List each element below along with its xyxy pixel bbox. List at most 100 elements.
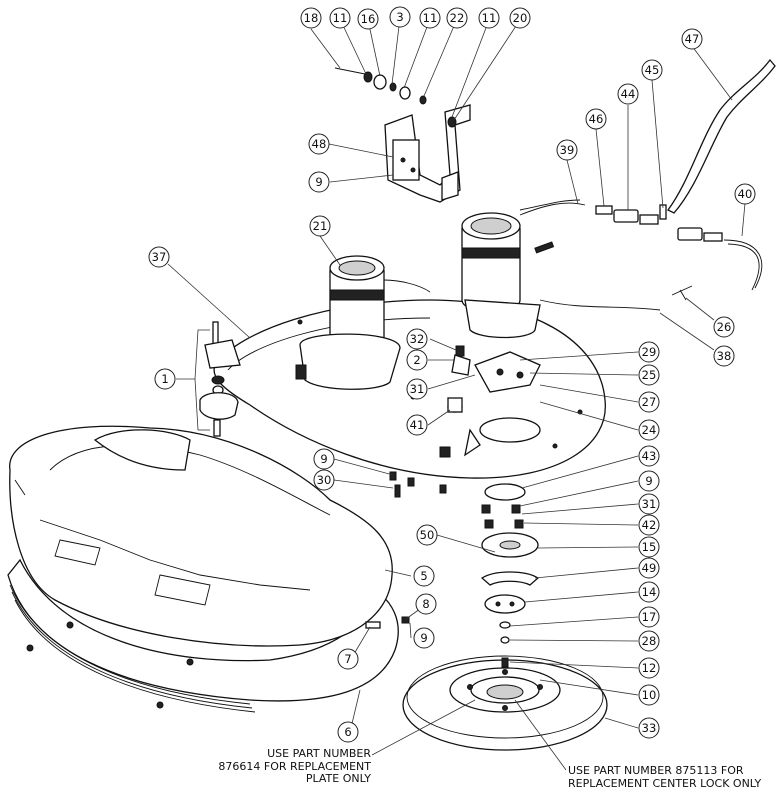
callout-3: 3 xyxy=(389,6,411,28)
shroud-hardware-drawing xyxy=(26,616,410,709)
callout-32: 32 xyxy=(406,328,428,350)
callout-41: 41 xyxy=(406,414,428,436)
callout-label: 32 xyxy=(410,332,425,346)
callout-label: 31 xyxy=(410,382,425,396)
callout-label: 44 xyxy=(621,87,636,101)
callout-label: 31 xyxy=(642,497,657,511)
callout-48: 48 xyxy=(308,133,330,155)
callout-1: 1 xyxy=(154,368,176,390)
callout-11: 11 xyxy=(329,7,351,29)
callout-label: 40 xyxy=(738,187,753,201)
callout-label: 17 xyxy=(642,610,657,624)
callout-label: 6 xyxy=(344,725,351,739)
callout-label: 18 xyxy=(304,11,319,25)
callout-label: 29 xyxy=(642,345,657,359)
callout-47: 47 xyxy=(681,28,703,50)
callout-11: 11 xyxy=(478,7,500,29)
callout-label: 43 xyxy=(642,449,657,463)
parts-artwork xyxy=(7,58,776,751)
callout-10: 10 xyxy=(638,684,660,706)
callout-22: 22 xyxy=(446,7,468,29)
callout-label: 12 xyxy=(642,661,657,675)
callout-label: 11 xyxy=(482,11,497,25)
callout-2: 2 xyxy=(406,349,428,371)
callout-label: 37 xyxy=(152,250,167,264)
callout-label: 47 xyxy=(685,32,700,46)
motor-left-drawing xyxy=(295,255,431,390)
callout-14: 14 xyxy=(638,581,660,603)
callout-label: 30 xyxy=(317,473,332,487)
motor-right-drawing xyxy=(461,199,581,339)
callout-label: 45 xyxy=(645,63,660,77)
bumper-ring-drawing xyxy=(7,558,399,713)
callout-43: 43 xyxy=(638,445,660,467)
callout-label: 10 xyxy=(642,688,657,702)
callout-label: 42 xyxy=(642,518,657,532)
callout-label: 9 xyxy=(420,631,427,645)
callout-label: 8 xyxy=(422,597,429,611)
callout-25: 25 xyxy=(638,364,660,386)
callout-33: 33 xyxy=(638,717,660,739)
callout-8: 8 xyxy=(415,593,437,615)
callout-44: 44 xyxy=(617,83,639,105)
callout-label: 20 xyxy=(513,11,528,25)
callout-label: 9 xyxy=(315,175,322,189)
callout-5: 5 xyxy=(413,565,435,587)
callout-18: 18 xyxy=(300,7,322,29)
callout-label: 16 xyxy=(361,12,376,26)
drive-plate-drawing xyxy=(402,655,608,751)
hose-assembly-drawing xyxy=(519,58,776,311)
callout-label: 14 xyxy=(642,585,657,599)
center-lock-replacement-note: USE PART NUMBER 875113 FOR REPLACEMENT C… xyxy=(568,764,762,790)
leader-lines xyxy=(167,17,746,771)
callout-label: 25 xyxy=(642,368,657,382)
callout-11: 11 xyxy=(419,7,441,29)
callout-17: 17 xyxy=(638,606,660,628)
callout-label: 5 xyxy=(420,569,427,583)
hub-stack-drawing xyxy=(389,345,541,668)
callout-label: 7 xyxy=(344,652,351,666)
callout-label: 46 xyxy=(589,112,604,126)
callout-42: 42 xyxy=(638,514,660,536)
callout-label: 41 xyxy=(410,418,425,432)
callout-label: 48 xyxy=(312,137,327,151)
callout-45: 45 xyxy=(641,59,663,81)
callout-37: 37 xyxy=(148,246,170,268)
callout-21: 21 xyxy=(309,215,331,237)
callout-39: 39 xyxy=(556,139,578,161)
callout-28: 28 xyxy=(638,630,660,652)
callout-label: 15 xyxy=(642,540,657,554)
callout-label: 21 xyxy=(313,219,328,233)
callout-20: 20 xyxy=(509,7,531,29)
plate-replacement-note: USE PART NUMBER 876614 FOR REPLACEMENT P… xyxy=(218,747,371,785)
callout-9: 9 xyxy=(638,470,660,492)
callout-label: 11 xyxy=(333,11,348,25)
callout-label: 22 xyxy=(450,11,465,25)
callout-12: 12 xyxy=(638,657,660,679)
callout-label: 39 xyxy=(560,143,575,157)
callout-label: 49 xyxy=(642,561,657,575)
callout-label: 1 xyxy=(161,372,168,386)
callout-label: 38 xyxy=(717,349,732,363)
bracket-drawing xyxy=(334,67,471,203)
callout-label: 33 xyxy=(642,721,657,735)
callout-label: 26 xyxy=(717,320,732,334)
callouts: 18 11 16 3 11 22 11 20 47 45 44 46 39 40… xyxy=(148,6,756,743)
callout-38: 38 xyxy=(713,345,735,367)
callout-27: 27 xyxy=(638,391,660,413)
callout-9: 9 xyxy=(308,171,330,193)
callout-40: 40 xyxy=(734,183,756,205)
callout-9: 9 xyxy=(413,627,435,649)
callout-31: 31 xyxy=(406,378,428,400)
callout-label: 28 xyxy=(642,634,657,648)
callout-7: 7 xyxy=(337,648,359,670)
callout-49: 49 xyxy=(638,557,660,579)
callout-label: 2 xyxy=(413,353,420,367)
callout-50: 50 xyxy=(416,524,438,546)
callout-9: 9 xyxy=(313,448,335,470)
callout-6: 6 xyxy=(337,721,359,743)
callout-label: 9 xyxy=(320,452,327,466)
callout-label: 11 xyxy=(423,11,438,25)
post-assembly-drawing xyxy=(199,321,241,437)
